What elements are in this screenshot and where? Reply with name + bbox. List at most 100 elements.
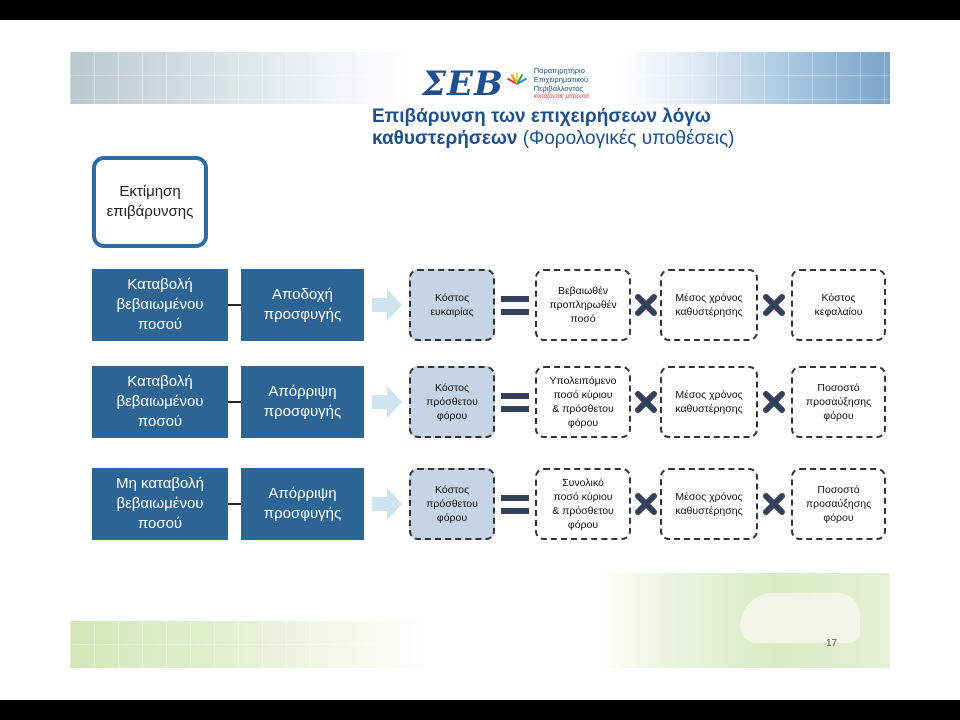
box-line: Μη καταβολή: [116, 475, 204, 492]
logo-line: Επιχειρηματικού: [533, 75, 589, 84]
box-line: φόρου: [823, 512, 854, 524]
delay-box: Μέσος χρόνος καθυστέρησης: [660, 468, 758, 540]
box-line: καθυστέρησης: [675, 306, 743, 318]
box-line: Κόστος: [434, 382, 470, 394]
equals-icon: [501, 296, 529, 315]
logo-line: κοιτάζοντας μπροστά: [533, 94, 589, 100]
cost-box: Κόστος ευκαιρίας: [409, 269, 495, 341]
box-line: ποσό: [570, 313, 596, 325]
box-line: βεβαιωμένου: [116, 393, 204, 410]
header-banner-left: [70, 52, 410, 104]
box-line: προσαύξησης: [805, 498, 872, 510]
amount-box: Συνολικό ποσό κύριου & πρόσθετου φόρου: [535, 468, 631, 540]
box-line: Κόστος: [434, 292, 470, 304]
box-line: Απόρριψη: [268, 383, 337, 400]
box-line: ποσό κύριου: [553, 491, 613, 503]
amount-box: Βεβαιωθέν προπληρωθέν ποσό: [535, 269, 631, 341]
delay-box: Μέσος χρόνος καθυστέρησης: [660, 366, 758, 438]
box-line: φόρου: [567, 519, 599, 531]
box-line: βεβαιωμένου: [116, 296, 204, 313]
box-line: βεβαιωμένου: [116, 495, 204, 512]
rate-box: Κόστος κεφαλαίου: [791, 269, 886, 341]
box-line: Καταβολή: [127, 373, 193, 390]
connector-line: [228, 304, 241, 306]
page-number: 17: [826, 638, 838, 649]
appeal-box: Απόρριψη προσφυγής: [241, 468, 364, 540]
box-line: πρόσθετου: [426, 498, 478, 510]
right-arrow-icon: [372, 289, 402, 321]
appeal-box: Απόρριψη προσφυγής: [241, 366, 364, 438]
delay-box: Μέσος χρόνος καθυστέρησης: [660, 269, 758, 341]
box-line: & πρόσθετου: [552, 505, 614, 517]
amount-box: Υπολειπόμενο ποσό κύριου & πρόσθετου φόρ…: [535, 366, 631, 438]
box-line: προσφυγής: [263, 505, 342, 522]
slide: ΣΕΒ Παρατηρητήριο Επιχειρηματικού Περιβά…: [0, 20, 960, 700]
box-line: καθυστέρησης: [675, 403, 743, 415]
payment-box: Καταβολή βεβαιωμένου ποσού: [92, 366, 228, 438]
logo-line: Παρατηρητήριο: [533, 66, 585, 75]
appeal-box: Αποδοχή προσφυγής: [241, 269, 364, 341]
box-line: Μέσος χρόνος: [675, 389, 743, 401]
box-line: φόρου: [436, 512, 468, 524]
box-line: Ποσοστό: [817, 484, 860, 496]
logo-text: Παρατηρητήριο Επιχειρηματικού Περιβάλλον…: [534, 66, 589, 102]
title-bold: καθυστερήσεων: [372, 128, 518, 149]
header-banner-right: [620, 52, 890, 104]
equals-icon: [501, 495, 529, 514]
box-line: Κόστος: [434, 484, 470, 496]
logo-mark: ΣΕΒ: [422, 64, 504, 104]
box-line: Μέσος χρόνος: [675, 292, 743, 304]
box-line: προσφυγής: [263, 306, 342, 323]
logo-burst-icon: [506, 73, 528, 95]
box-line: ποσού: [137, 413, 183, 430]
footer-banner-left: [70, 621, 430, 668]
cost-box: Κόστος πρόσθετου φόρου: [409, 366, 495, 438]
title-line-1: Επιβάρυνση των επιχειρήσεων λόγω: [372, 106, 711, 127]
multiply-icon: [762, 390, 786, 414]
rate-box: Ποσοστό προσαύξησης φόρου: [791, 468, 886, 540]
payment-box: Μη καταβολή βεβαιωμένου ποσού: [92, 468, 228, 540]
logo-line: Περιβάλλοντος: [533, 84, 583, 93]
box-line: φόρου: [436, 410, 468, 422]
box-line: Συνολικό: [562, 477, 604, 489]
box-line: προσφυγής: [263, 403, 342, 420]
payment-box: Καταβολή βεβαιωμένου ποσού: [92, 269, 228, 341]
diagram-row-1: Καταβολή βεβαιωμένου ποσού Αποδοχή προσφ…: [0, 269, 960, 341]
estimate-line: Εκτίμηση: [119, 183, 181, 200]
box-line: Υπολειπόμενο: [549, 375, 617, 387]
box-line: Καταβολή: [127, 276, 193, 293]
equals-icon: [501, 393, 529, 412]
box-line: φόρου: [567, 417, 599, 429]
box-line: προσαύξησης: [805, 396, 872, 408]
multiply-icon: [762, 293, 786, 317]
multiply-icon: [634, 492, 658, 516]
diagram-row-2: Καταβολή βεβαιωμένου ποσού Απόρριψη προσ…: [0, 366, 960, 438]
right-arrow-icon: [372, 386, 402, 418]
box-line: καθυστέρησης: [675, 505, 743, 517]
estimate-line: επιβάρυνσης: [106, 203, 194, 220]
estimate-box: Εκτίμηση επιβάρυνσης: [92, 156, 208, 248]
box-line: Ποσοστό: [817, 382, 860, 394]
box-line: προπληρωθέν: [549, 299, 617, 311]
slide-title: Επιβάρυνση των επιχειρήσεων λόγω καθυστε…: [372, 106, 734, 150]
multiply-icon: [634, 293, 658, 317]
title-line-2: καθυστερήσεων (Φορολογικές υποθέσεις): [372, 128, 734, 150]
box-line: ποσού: [137, 316, 183, 333]
box-line: Αποδοχή: [271, 286, 333, 303]
box-line: ποσό κύριου: [553, 389, 613, 401]
connector-line: [228, 401, 241, 403]
box-line: ποσού: [137, 515, 183, 532]
cost-box: Κόστος πρόσθετου φόρου: [409, 468, 495, 540]
title-subtitle: (Φορολογικές υποθέσεις): [517, 128, 735, 149]
multiply-icon: [634, 390, 658, 414]
footer-banner-right: [600, 573, 890, 668]
hand-image: [740, 593, 860, 643]
box-line: & πρόσθετου: [552, 403, 614, 415]
box-line: Βεβαιωθέν: [557, 285, 609, 297]
multiply-icon: [762, 492, 786, 516]
diagram-row-3: Μη καταβολή βεβαιωμένου ποσού Απόρριψη π…: [0, 468, 960, 540]
rate-box: Ποσοστό προσαύξησης φόρου: [791, 366, 886, 438]
box-line: Απόρριψη: [268, 485, 337, 502]
box-line: κεφαλαίου: [814, 306, 863, 318]
box-line: Μέσος χρόνος: [675, 491, 743, 503]
